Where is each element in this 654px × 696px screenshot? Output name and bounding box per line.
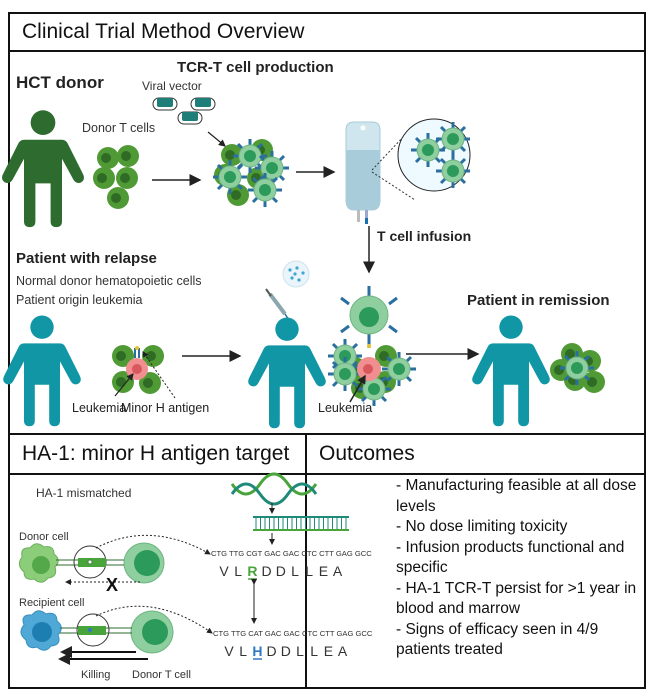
outcome-item: - Infusion products functional and speci… — [396, 538, 625, 577]
outcomes-panel — [305, 433, 646, 689]
overview-title: Clinical Trial Method Overview — [8, 12, 646, 52]
outcome-item: - HA-1 TCR-T persist for >1 year in bloo… — [396, 579, 637, 618]
outcomes-title: Outcomes — [305, 433, 646, 475]
outcome-item: - No dose limiting toxicity — [396, 518, 568, 535]
ha1-title: HA-1: minor H antigen target — [8, 433, 307, 475]
outcome-item: - Signs of efficacy seen in 4/9 patients… — [396, 620, 599, 659]
outcomes-list: - Manufacturing feasible at all dose lev… — [396, 476, 641, 661]
overview-panel — [8, 12, 646, 435]
outcome-item: - Manufacturing feasible at all dose lev… — [396, 477, 637, 515]
